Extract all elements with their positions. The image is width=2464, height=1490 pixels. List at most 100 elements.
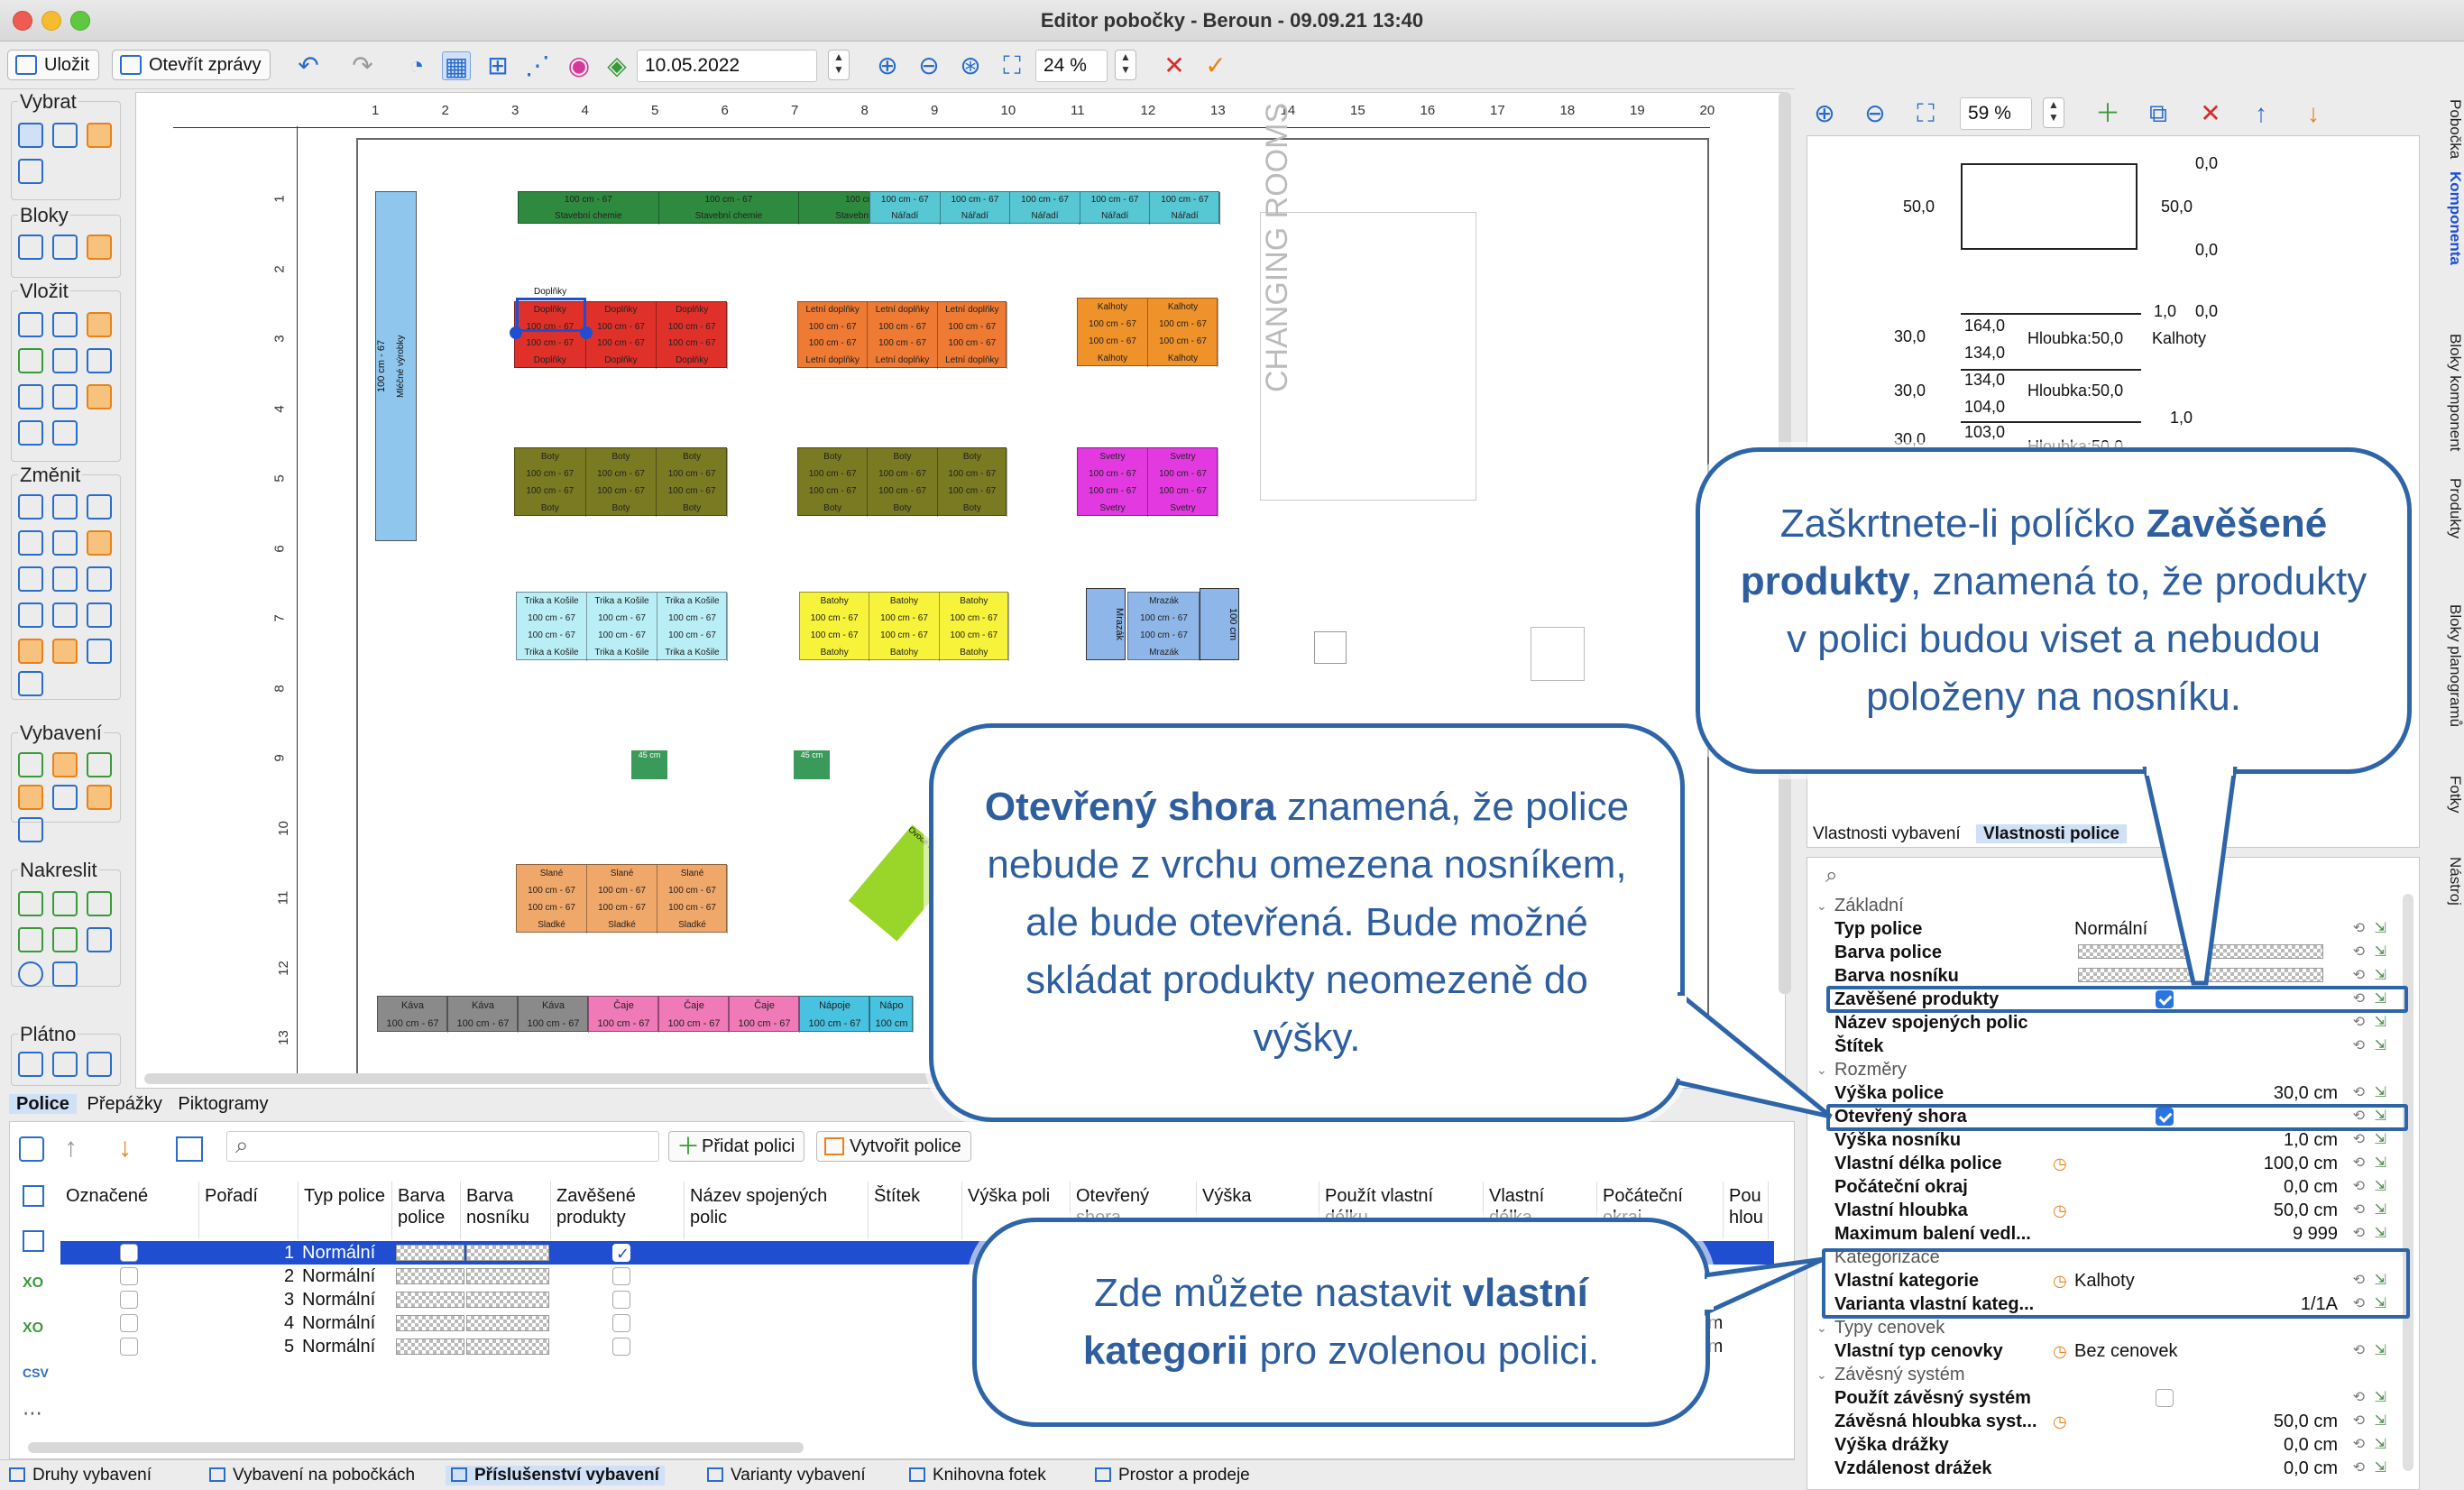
- draw-polyline-icon[interactable]: [52, 891, 78, 916]
- shelf-color-swatch[interactable]: [396, 1245, 464, 1261]
- maximize-window-button[interactable]: [70, 11, 90, 31]
- reset-icon[interactable]: ⟲: [2352, 944, 2365, 960]
- property-section[interactable]: Typy cenovek⌄: [1807, 1316, 2417, 1339]
- confirm-icon[interactable]: ✓: [1205, 51, 1227, 79]
- hanging-checkbox[interactable]: [612, 1314, 630, 1332]
- csv-icon[interactable]: CSV: [23, 1366, 49, 1380]
- open-reports-button[interactable]: Otevřít zprávy: [112, 50, 271, 80]
- reset-icon[interactable]: ⟲: [2352, 1437, 2365, 1452]
- property-section[interactable]: Základní⌄: [1807, 894, 2417, 917]
- copy-rows-icon[interactable]: [23, 1230, 44, 1252]
- copy-icon[interactable]: [52, 494, 78, 520]
- reset-icon[interactable]: ⟲: [2352, 1460, 2365, 1476]
- table-header[interactable]: Typ police: [299, 1182, 392, 1239]
- apply-icon[interactable]: ⇲: [2374, 1202, 2386, 1218]
- table-search-input[interactable]: [226, 1131, 659, 1162]
- reset-icon[interactable]: ⟲: [2352, 1343, 2365, 1358]
- resize-icon[interactable]: [18, 671, 43, 696]
- table-header[interactable]: Barva police: [392, 1182, 461, 1239]
- chevron-down-icon[interactable]: ⌄: [1816, 1367, 1827, 1382]
- property-value[interactable]: 50,0 cm: [2273, 1412, 2338, 1431]
- zoom-fit-icon[interactable]: ⊛: [960, 51, 981, 79]
- select-path-icon[interactable]: [18, 159, 43, 184]
- table-header[interactable]: Štítek: [869, 1182, 962, 1239]
- zoom-out-icon[interactable]: ⊖: [918, 51, 940, 79]
- select-target-icon[interactable]: [52, 123, 78, 148]
- table-settings-icon[interactable]: [176, 1136, 203, 1162]
- reset-icon[interactable]: ⟲: [2352, 1390, 2365, 1405]
- property-value[interactable]: 50,0 cm: [2273, 1200, 2338, 1220]
- add-shelf-button[interactable]: ＋Přidat polici: [668, 1131, 805, 1162]
- beam-color-swatch[interactable]: [466, 1338, 549, 1355]
- table-header[interactable]: Barva nosníku: [461, 1182, 551, 1239]
- property-value[interactable]: 0,0 cm: [2283, 1177, 2338, 1197]
- side-tab[interactable]: Pobočka: [2447, 99, 2464, 160]
- import-xo-icon[interactable]: XO: [23, 1320, 44, 1336]
- apply-icon[interactable]: ⇲: [2374, 1155, 2386, 1171]
- reset-icon[interactable]: ⟲: [2352, 1085, 2365, 1100]
- select-layers-icon[interactable]: [87, 123, 112, 148]
- canvas-snap-icon[interactable]: [87, 1052, 112, 1077]
- property-section[interactable]: Závěsný systém⌄: [1807, 1363, 2417, 1386]
- apply-icon[interactable]: ⇲: [2374, 1343, 2386, 1358]
- zoom-extent-icon[interactable]: ⛶: [1003, 51, 1021, 79]
- apply-icon[interactable]: ⇲: [2374, 1437, 2386, 1452]
- table-header[interactable]: Výška poli: [962, 1182, 1071, 1239]
- distribute-icon[interactable]: [52, 530, 78, 556]
- property-value[interactable]: 0,0 cm: [2283, 1458, 2338, 1478]
- shelf-color-swatch[interactable]: [396, 1268, 464, 1284]
- save-button[interactable]: Uložit: [7, 50, 100, 80]
- freezer-side-right[interactable]: 100 cm: [1200, 588, 1239, 660]
- open-top-checkbox[interactable]: [2156, 1108, 2174, 1126]
- align-middle-icon[interactable]: [18, 602, 43, 628]
- beam-color-swatch[interactable]: [466, 1315, 549, 1331]
- date-field[interactable]: 10.05.2022: [637, 50, 817, 82]
- beam-color-swatch[interactable]: [466, 1292, 549, 1308]
- selected-shelf-outline[interactable]: [516, 298, 586, 332]
- apply-icon[interactable]: ⇲: [2374, 1038, 2386, 1053]
- small-shelf[interactable]: 45 cm: [631, 750, 667, 779]
- side-tab[interactable]: Produkty: [2447, 478, 2464, 539]
- snap-icon[interactable]: ⊞: [487, 51, 509, 79]
- arrow-down-icon[interactable]: ↓: [118, 1133, 132, 1163]
- chevron-down-icon[interactable]: ⌄: [1816, 1320, 1827, 1335]
- draw-arc-icon[interactable]: [87, 891, 112, 916]
- reset-icon[interactable]: ⟲: [2352, 1132, 2365, 1147]
- side-tab[interactable]: Bloky planogramů: [2447, 604, 2464, 728]
- property-value[interactable]: Kalhoty: [2074, 1271, 2135, 1291]
- table-row[interactable]: 5Normální0 cm: [60, 1335, 1774, 1358]
- reset-icon[interactable]: ⟲: [2352, 1273, 2365, 1288]
- reset-icon[interactable]: ⟲: [2352, 1226, 2365, 1241]
- draw-circle-icon[interactable]: [18, 961, 43, 987]
- hanging-checkbox[interactable]: [612, 1291, 630, 1309]
- reset-icon[interactable]: ⟲: [2352, 1202, 2365, 1218]
- equip-add-icon[interactable]: [87, 785, 112, 810]
- ungroup-icon[interactable]: [52, 639, 78, 664]
- property-value[interactable]: 9 999: [2292, 1224, 2338, 1244]
- apply-icon[interactable]: ⇲: [2374, 944, 2386, 960]
- align-right-icon[interactable]: [87, 566, 112, 592]
- canvas-frame-icon[interactable]: [18, 1052, 43, 1077]
- insert-image-icon[interactable]: [18, 420, 43, 446]
- grid-toggle-icon[interactable]: ▦: [442, 51, 471, 80]
- row-checkbox[interactable]: [120, 1244, 138, 1262]
- block-group-icon[interactable]: [87, 235, 112, 260]
- property-search-icon[interactable]: ⌕: [1825, 863, 1838, 888]
- beam-color-swatch[interactable]: [466, 1268, 549, 1284]
- block-insert-icon[interactable]: [18, 235, 43, 260]
- reset-icon[interactable]: ⟲: [2352, 968, 2365, 983]
- property-value[interactable]: 1/1A: [2300, 1294, 2338, 1314]
- reset-icon[interactable]: ⟲: [2352, 1155, 2365, 1171]
- beam-color-swatch[interactable]: [466, 1245, 549, 1261]
- equip-edit-icon[interactable]: [87, 752, 112, 777]
- bottom-view-tab[interactable]: Prostor a prodeje: [1095, 1466, 1250, 1485]
- shelf-handle[interactable]: [510, 327, 522, 339]
